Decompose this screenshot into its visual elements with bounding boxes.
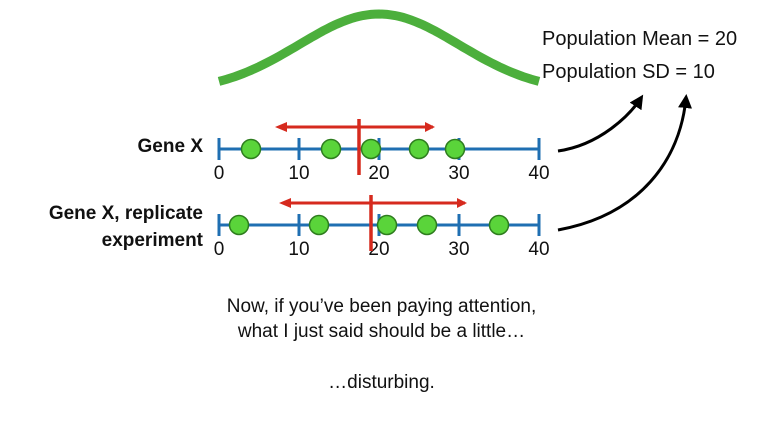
axis-tick-label: 10	[288, 163, 309, 184]
row-label-line: Gene X	[137, 136, 203, 157]
narration-line-3: …disturbing.	[328, 372, 435, 393]
data-point	[488, 214, 510, 236]
sd-range-arrow-left-head	[279, 198, 291, 208]
axis-tick-label: 30	[448, 163, 469, 184]
row-label-line: experiment	[101, 230, 203, 251]
axis-tick-label: 20	[368, 239, 389, 260]
row-label-gene-x-replicate: Gene X, replicate experiment	[49, 200, 203, 254]
data-point	[308, 214, 330, 236]
row-label-gene-x: Gene X	[138, 133, 203, 160]
axis-tick-label: 40	[528, 239, 549, 260]
population-distribution-curve	[217, 9, 541, 86]
sd-range-arrow-left-head	[275, 122, 287, 132]
axis-tick-label: 20	[368, 163, 389, 184]
data-point	[320, 138, 342, 160]
data-point	[360, 138, 382, 160]
axis-tick-label: 40	[528, 163, 549, 184]
axis-tick-label: 0	[214, 239, 225, 260]
number-line-row: 0 10 20 30 40	[214, 119, 550, 184]
data-point	[240, 138, 262, 160]
data-point	[408, 138, 430, 160]
number-line-row: 0 10 20 30 40	[214, 195, 550, 260]
population-sd-label: Population SD = 10	[542, 61, 715, 83]
axis-tick-label: 0	[214, 163, 225, 184]
narration-line-1: Now, if you’ve been paying attention,	[226, 296, 537, 317]
data-point	[416, 214, 438, 236]
row-label-line: Gene X, replicate	[48, 203, 203, 224]
data-point	[228, 214, 250, 236]
arrow-to-stats-top	[557, 94, 644, 153]
axis-tick-label: 10	[288, 239, 309, 260]
arrow-to-stats-bottom	[557, 94, 692, 232]
data-point	[444, 138, 466, 160]
narration-line-2: what I just said should be a little…	[237, 321, 526, 342]
population-mean-label: Population Mean = 20	[542, 28, 738, 50]
axis-tick-label: 30	[448, 239, 469, 260]
data-point	[376, 214, 398, 236]
